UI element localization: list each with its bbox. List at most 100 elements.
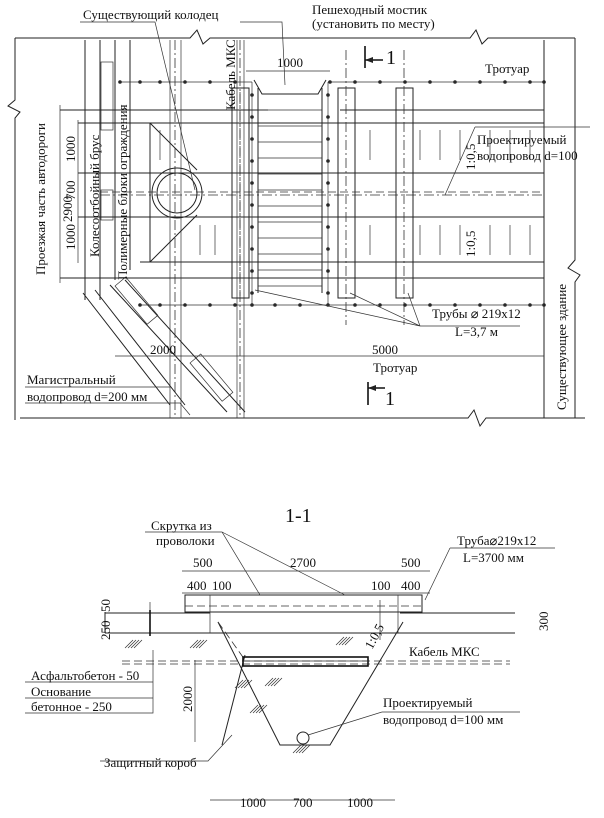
label-cable-mks: Кабель МКС xyxy=(223,39,238,110)
dim-1000-bottom-left: 1000 xyxy=(240,795,266,810)
label-footbridge-2: (установить по месту) xyxy=(312,16,435,31)
plan-building-line xyxy=(567,38,581,418)
pavement-right xyxy=(400,612,515,634)
label-slope-2: 1:0,5 xyxy=(463,231,478,257)
ground-hatch-stroke xyxy=(243,679,253,689)
section-arrow-bottom xyxy=(368,385,376,391)
ground-hatch xyxy=(124,636,354,754)
trench-slope-dash xyxy=(217,621,246,661)
section-view: 1-1 Скр xyxy=(25,505,555,810)
label-existing-building: Существующее здание xyxy=(554,284,569,410)
label-designed-water-2: водопровод d=100 xyxy=(477,148,578,163)
footbridge xyxy=(253,79,327,293)
dim-bridge-1000: 1000 xyxy=(277,55,303,70)
pipe-2 xyxy=(337,87,356,299)
ground-hatch-stroke xyxy=(255,704,265,714)
label-protective-box: Защитный короб xyxy=(104,755,197,770)
ground-hatch-stroke xyxy=(301,744,311,754)
dim-2900: 2900 xyxy=(60,196,75,222)
protective-box xyxy=(242,656,369,667)
leader-wire-twist xyxy=(145,531,346,596)
dim-2700: 2700 xyxy=(290,555,316,570)
ground-hatch-stroke xyxy=(270,677,280,687)
plan-frame-bottom xyxy=(20,408,585,428)
leader-main-water xyxy=(25,386,191,416)
ground-hatch-stroke xyxy=(127,639,137,649)
main-water-diagonal xyxy=(82,279,246,413)
ground-hatch-stroke xyxy=(130,639,140,649)
dim-250: 250 xyxy=(98,621,113,641)
label-pipes-2: L=3,7 м xyxy=(455,324,498,339)
label-wire-twist-1: Скрутка из xyxy=(151,518,212,533)
barrier-blocks-mid xyxy=(100,189,114,221)
ground-hatch-stroke xyxy=(298,744,308,754)
label-pipes-1: Трубы ⌀ 219х12 xyxy=(432,306,521,321)
ground-hatch-stroke xyxy=(124,639,134,649)
label-sidewalk-top: Тротуар xyxy=(485,61,529,76)
pavement-left xyxy=(104,612,410,634)
dim-100-right: 100 xyxy=(371,578,391,593)
ground-hatch-stroke xyxy=(338,636,348,646)
section-arrow-top xyxy=(365,57,373,63)
dim-50: 50 xyxy=(98,599,113,612)
dim-2000: 2000 xyxy=(180,686,195,712)
dim-5000: 5000 xyxy=(372,342,398,357)
dim-1000-a: 1000 xyxy=(63,136,78,162)
section-mark-label-bottom: 1 xyxy=(385,388,395,410)
label-existing-well: Существующий колодец xyxy=(83,7,218,22)
plan-view: Существующий колодец Пешеходный мостик (… xyxy=(7,2,590,428)
existing-well-inner xyxy=(156,172,198,214)
dim-400-right: 400 xyxy=(401,578,421,593)
ground-hatch-stroke xyxy=(192,639,202,649)
pipe-3 xyxy=(395,87,414,299)
label-designed-water-1: Проектируемый xyxy=(477,132,566,147)
leader-pipes xyxy=(254,289,520,327)
label-roadway: Проезжая часть автодороги xyxy=(33,123,48,275)
leader-existing-well xyxy=(80,21,196,191)
leader-layers xyxy=(25,650,154,714)
section-title: 1-1 xyxy=(285,505,312,527)
plan-frame-top-right xyxy=(465,29,575,45)
label-pipe-2: L=3700 мм xyxy=(463,550,524,565)
ground-hatch-stroke xyxy=(273,677,283,687)
label-wheel-guard: Колесоотбойный брус xyxy=(87,134,102,257)
fence-posts xyxy=(118,80,546,307)
ground-hatch-stroke xyxy=(264,677,274,687)
ground-hatch-stroke xyxy=(267,677,277,687)
diagonal-blocks-2 xyxy=(189,353,234,402)
leader-designed-water xyxy=(307,711,520,736)
bridge-deck xyxy=(184,594,423,613)
dim-500-right: 500 xyxy=(401,555,421,570)
label-main-water-1: Магистральный xyxy=(27,372,116,387)
ground-hatch-stroke xyxy=(335,636,345,646)
label-footbridge-1: Пешеходный мостик xyxy=(312,2,428,17)
label-slope: 1:0,5 xyxy=(361,621,387,651)
dim-500-left: 500 xyxy=(193,555,213,570)
dim-2000: 2000 xyxy=(150,342,176,357)
existing-well-outer xyxy=(151,167,203,219)
plan-frame-left xyxy=(7,38,21,420)
ground-hatch-stroke xyxy=(189,639,199,649)
protective-box-edge xyxy=(221,654,246,746)
designed-water-pipe xyxy=(296,731,310,745)
leader-pipe xyxy=(424,547,555,601)
label-base-2: бетонное - 250 xyxy=(31,699,112,714)
ground-hatch-stroke xyxy=(237,679,247,689)
label-polymer-blocks: Полимерные блоки ограждения xyxy=(115,104,130,280)
ground-hatch-stroke xyxy=(240,679,250,689)
slope-ticks xyxy=(149,130,531,255)
ground-hatch-stroke xyxy=(195,639,205,649)
label-designed-water-2: водопровод d=100 мм xyxy=(383,712,503,727)
section-mark-top xyxy=(364,46,383,68)
label-wire-twist-2: проволоки xyxy=(156,533,215,548)
label-designed-water-1: Проектируемый xyxy=(383,695,472,710)
ground-hatch-stroke xyxy=(133,639,143,649)
ground-hatch-stroke xyxy=(198,639,208,649)
dim-400-left: 400 xyxy=(187,578,207,593)
label-sidewalk-bottom: Тротуар xyxy=(373,360,417,375)
ground-hatch-stroke xyxy=(344,636,354,646)
label-slope-1: 1:0,5 xyxy=(463,144,478,170)
label-cable-mks: Кабель МКС xyxy=(409,644,480,659)
dim-100-left: 100 xyxy=(212,578,232,593)
